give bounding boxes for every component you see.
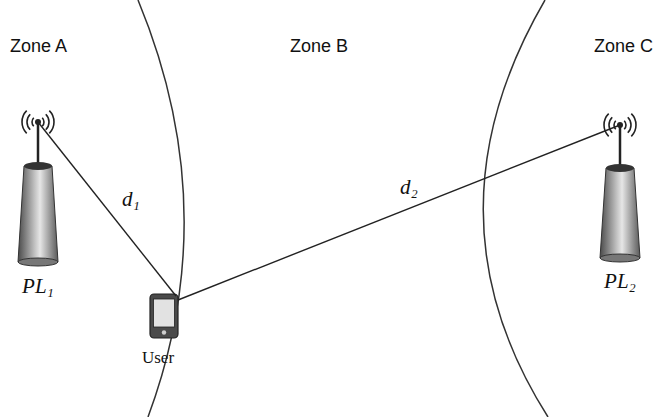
- node-label: User: [142, 348, 174, 368]
- phone-screen: [154, 299, 175, 327]
- tower-body: [600, 168, 640, 258]
- radio-wave: [22, 111, 27, 134]
- zone-boundary: [138, 0, 184, 417]
- tower-body: [18, 166, 58, 262]
- phone-body: [150, 294, 178, 338]
- base-station-icon: [600, 114, 640, 262]
- tower-top: [24, 162, 52, 170]
- base-station-icon: [18, 111, 58, 266]
- distance-label: d₁: [120, 188, 142, 211]
- radio-wave: [27, 114, 30, 130]
- radio-wave: [631, 114, 636, 137]
- radio-wave: [32, 118, 34, 126]
- station-node: User: [122, 292, 194, 368]
- node-label: PL₁: [22, 274, 54, 298]
- distance-line: [38, 122, 176, 296]
- radio-wave: [49, 111, 54, 134]
- radio-wave: [46, 114, 49, 130]
- radio-wave: [628, 117, 631, 133]
- distance-line: [178, 125, 620, 300]
- radio-wave: [604, 114, 609, 137]
- radio-wave: [42, 118, 44, 126]
- distance-label: d₂: [398, 176, 420, 199]
- phone-icon: [150, 294, 178, 338]
- tower-base: [18, 258, 58, 266]
- antenna-mast: [37, 122, 40, 166]
- station-node: PL₂: [590, 111, 650, 293]
- phone-button: [162, 330, 166, 334]
- tower-top: [606, 164, 634, 172]
- antenna-mast: [619, 125, 622, 168]
- radio-wave: [624, 121, 626, 129]
- zone-label: Zone A: [10, 36, 67, 58]
- zone-boundary: [483, 0, 548, 417]
- zone-label: Zone C: [594, 36, 653, 58]
- tower-base: [600, 254, 640, 262]
- radio-wave: [609, 117, 612, 133]
- zone-label: Zone B: [290, 36, 348, 58]
- node-label: PL₂: [604, 269, 636, 293]
- station-node: PL₁: [8, 108, 68, 298]
